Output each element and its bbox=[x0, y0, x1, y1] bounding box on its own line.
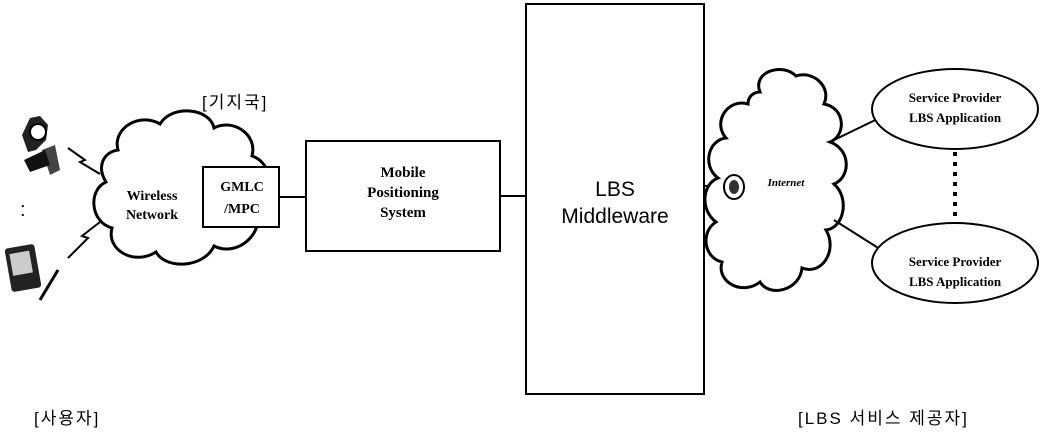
gmlc-label-line1: GMLC bbox=[220, 180, 264, 195]
internet-gateway-icon bbox=[724, 175, 744, 199]
middleware-label-line2: Middleware bbox=[561, 205, 668, 228]
service-provider-1-line2: LBS Application bbox=[909, 110, 1002, 125]
middleware-label-line1: LBS bbox=[595, 178, 635, 201]
mps-label-line3: System bbox=[380, 205, 426, 221]
wireless-signal-icon bbox=[68, 222, 100, 258]
service-provider-2-line1: Service Provider bbox=[909, 254, 1002, 269]
mps-label-line1: Mobile bbox=[381, 165, 426, 181]
service-provider-2-line2: LBS Application bbox=[909, 274, 1002, 289]
gmlc-box bbox=[203, 167, 279, 227]
wireless-network-label-line2: Network bbox=[126, 208, 178, 223]
wireless-signal-icon bbox=[68, 148, 100, 174]
internet-label: Internet bbox=[767, 177, 806, 189]
provider-label: [LBS 서비스 제공자] bbox=[798, 409, 969, 428]
base-station-label: [기지국] bbox=[202, 93, 268, 112]
gmlc-label-line2: /MPC bbox=[223, 202, 260, 217]
pda-icon bbox=[4, 244, 58, 300]
service-provider-node-1 bbox=[872, 69, 1038, 149]
wireless-network-label-line1: Wireless bbox=[127, 189, 178, 204]
user-label: [사용자] bbox=[34, 409, 100, 428]
device-ellipsis: : bbox=[20, 199, 26, 221]
service-provider-1-line1: Service Provider bbox=[909, 90, 1002, 105]
mps-label-line2: Positioning bbox=[367, 185, 439, 201]
mobile-phone-icon bbox=[22, 116, 60, 175]
